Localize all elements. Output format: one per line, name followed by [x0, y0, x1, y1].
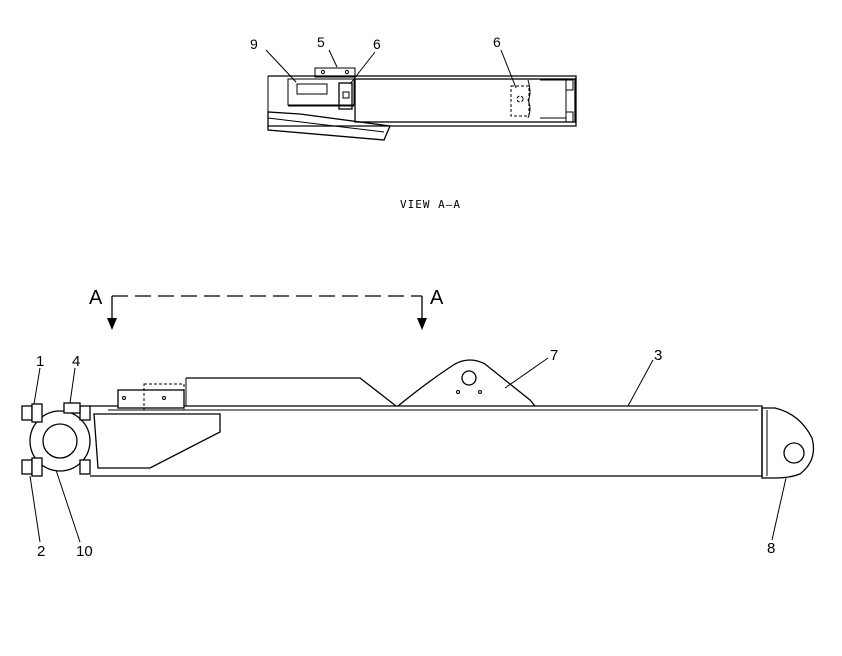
section-line-a-a: [107, 295, 427, 330]
callout-5: 5: [317, 34, 325, 50]
callout-3: 3: [654, 347, 662, 364]
view-title: VIEW A—A: [400, 198, 461, 211]
view-a-a-drawing: [265, 49, 577, 141]
callout-6-right: 6: [493, 34, 501, 50]
callout-8: 8: [767, 540, 775, 557]
callout-4: 4: [72, 353, 80, 370]
callout-2: 2: [37, 543, 45, 560]
section-label-left: A: [89, 287, 103, 309]
callout-1: 1: [36, 353, 44, 370]
callout-9: 9: [250, 36, 258, 52]
callout-7: 7: [550, 347, 558, 364]
callout-6-left: 6: [373, 36, 381, 52]
section-label-right: A: [430, 287, 444, 309]
main-assembly-drawing: [21, 357, 815, 543]
callout-10: 10: [76, 543, 93, 560]
